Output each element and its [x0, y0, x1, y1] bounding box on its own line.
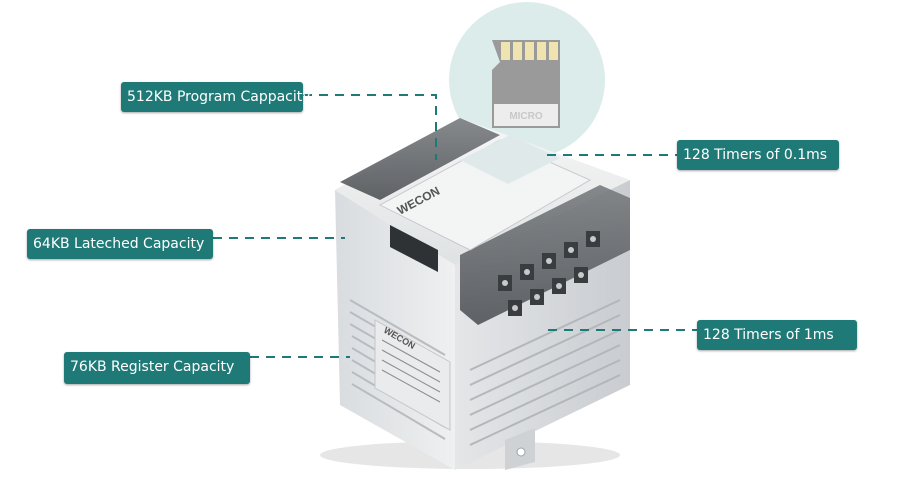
callout-timers-1ms: 128 Timers of 1ms [697, 320, 857, 350]
leader-lines [213, 94, 697, 358]
callout-timers-01ms: 128 Timers of 0.1ms [677, 140, 839, 170]
callout-latched-capacity: 64KB Lateched Capacity [27, 229, 213, 259]
callout-register-capacity: 76KB Register Capacity [64, 352, 250, 384]
micro-sd-card-icon: MICRO [449, 2, 605, 158]
card-label: MICRO [509, 111, 543, 122]
plc-body: WECON WECON [320, 118, 630, 470]
callout-program-capacity: 512KB Program Cappacity [121, 82, 311, 112]
leader-program [303, 94, 437, 160]
